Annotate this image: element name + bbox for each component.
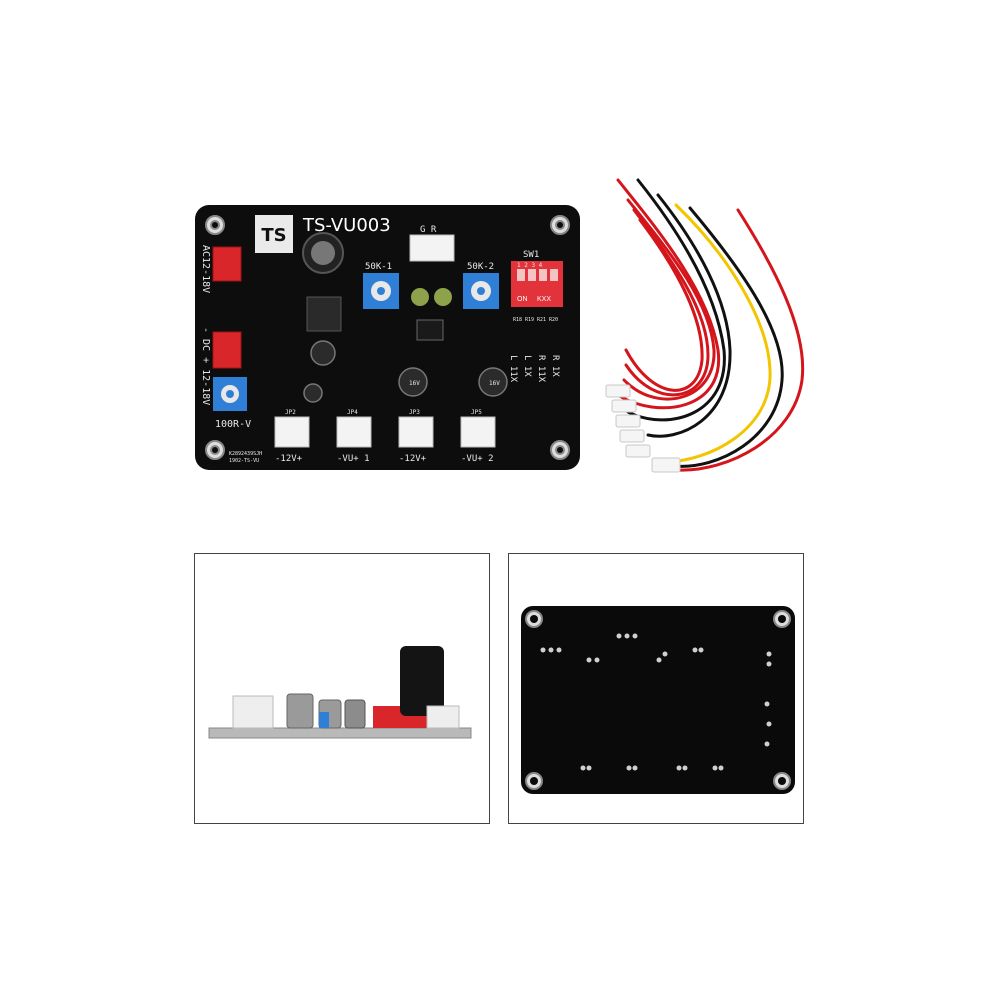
cap-text-left: 16V [409, 380, 420, 387]
trim-label: 100R-V [215, 419, 251, 430]
led-left [411, 288, 429, 306]
svg-text:R21: R21 [537, 317, 546, 323]
cap-text-right: 16V [489, 380, 500, 387]
led-right [434, 288, 452, 306]
svg-text:-12V+: -12V+ [399, 454, 427, 464]
trimmer-50k-1 [363, 273, 399, 309]
trimmer-100r [213, 377, 247, 411]
svg-text:-VU+ 2: -VU+ 2 [461, 454, 494, 464]
channel-gain-labels: L 11X L 1X R 11X R 1X [508, 355, 560, 383]
op-amp-ic [416, 319, 444, 341]
pot-left-label: 50K-1 [365, 262, 392, 272]
bottom-headers [274, 416, 496, 448]
ts-logo: TS [255, 215, 293, 253]
board-back-view [521, 606, 795, 794]
svg-text:-VU+ 1: -VU+ 1 [337, 454, 370, 464]
ac-connector [212, 246, 242, 282]
dip-label: SW1 [523, 250, 539, 260]
board-side-view [208, 646, 472, 739]
svg-text:R 1X: R 1X [550, 355, 560, 377]
side-view-panel [194, 553, 490, 824]
header-labels: -12V+ -VU+ 1 -12V+ -VU+ 2 [275, 454, 494, 464]
ac-label: AC12-18V [200, 245, 211, 293]
small-capacitors [303, 340, 508, 403]
svg-text:L 1X: L 1X [522, 355, 532, 377]
board-model: TS-VU003 [302, 215, 391, 236]
vu-board-front: TS TS-VU003 G R AC12-18V - DC + 12-18V 1… [195, 205, 580, 470]
jst-connectors [605, 384, 681, 473]
trimmer-50k-2 [463, 273, 499, 309]
svg-text:JP3: JP3 [409, 409, 420, 416]
svg-text:R 11X: R 11X [536, 355, 546, 383]
dc-connector [212, 331, 242, 369]
back-view-panel [508, 553, 804, 824]
dip-switch: ON KXX [511, 261, 563, 307]
electrolytic-capacitor-large [302, 232, 344, 274]
top-connector [409, 234, 455, 262]
pot-right-label: 50K-2 [467, 262, 494, 272]
svg-text:L 11X: L 11X [508, 355, 518, 383]
date-code-2: 1902-TS-VU [229, 458, 259, 464]
svg-text:JP4: JP4 [347, 409, 358, 416]
dip-numbers: 1 2 3 4 [517, 262, 543, 269]
svg-text:R18: R18 [513, 317, 522, 323]
svg-text:-12V+: -12V+ [275, 454, 303, 464]
voltage-regulator [306, 296, 342, 332]
svg-text:TS: TS [261, 225, 286, 246]
svg-text:JP5: JP5 [471, 409, 482, 416]
header-gr-label: G R [420, 225, 437, 235]
svg-text:R19: R19 [525, 317, 534, 323]
dip-brand-label: KXX [537, 296, 551, 303]
dc-label: - DC + 12-18V [200, 327, 211, 405]
svg-text:JP2: JP2 [285, 409, 296, 416]
svg-text:R20: R20 [549, 317, 558, 323]
resistor-labels: R18 R19 R21 R20 [513, 317, 558, 323]
mounting-holes [205, 215, 570, 460]
date-code: K2892439SJH [229, 451, 262, 457]
jp-labels: JP2 JP4 JP3 JP5 [285, 409, 482, 416]
wire-harness [605, 178, 805, 473]
dip-on-label: ON [517, 296, 528, 303]
